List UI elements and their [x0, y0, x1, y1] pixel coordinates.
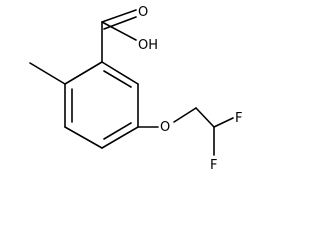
ring-bond-c1-c2 — [101, 61, 139, 85]
ether-oxygen-label: O — [160, 120, 170, 135]
chemical-structure-diagram: O OH O F F — [29, 5, 242, 173]
hydroxyl-bond — [101, 21, 137, 41]
carbonyl-double-bond-outer — [101, 9, 137, 23]
ch2-to-chf2-bond — [195, 107, 215, 128]
difluoroethoxy-group: O F F — [137, 107, 242, 173]
ring-bond-c6-c1 — [64, 61, 103, 85]
hydroxyl-label: OH — [138, 38, 158, 53]
fluorine-top-label: F — [235, 111, 242, 126]
ring-bond-c3-c4 — [101, 126, 139, 149]
ether-oxygen-to-ch2-bond — [173, 107, 197, 123]
benzene-ring — [64, 61, 139, 149]
fluorine-bottom-label: F — [210, 158, 217, 173]
ring-bond-c4-c5 — [64, 126, 103, 149]
ring-double-bond-c3-c4 — [103, 122, 132, 140]
carboxylic-acid-group: O OH — [101, 5, 158, 63]
carbon-fluorine-top-bond — [213, 117, 234, 128]
methyl-bond — [29, 62, 66, 85]
carbonyl-double-bond-inner — [103, 16, 137, 30]
ring-double-bond-c1-c2 — [103, 70, 132, 88]
carbonyl-oxygen-label: O — [138, 5, 148, 20]
